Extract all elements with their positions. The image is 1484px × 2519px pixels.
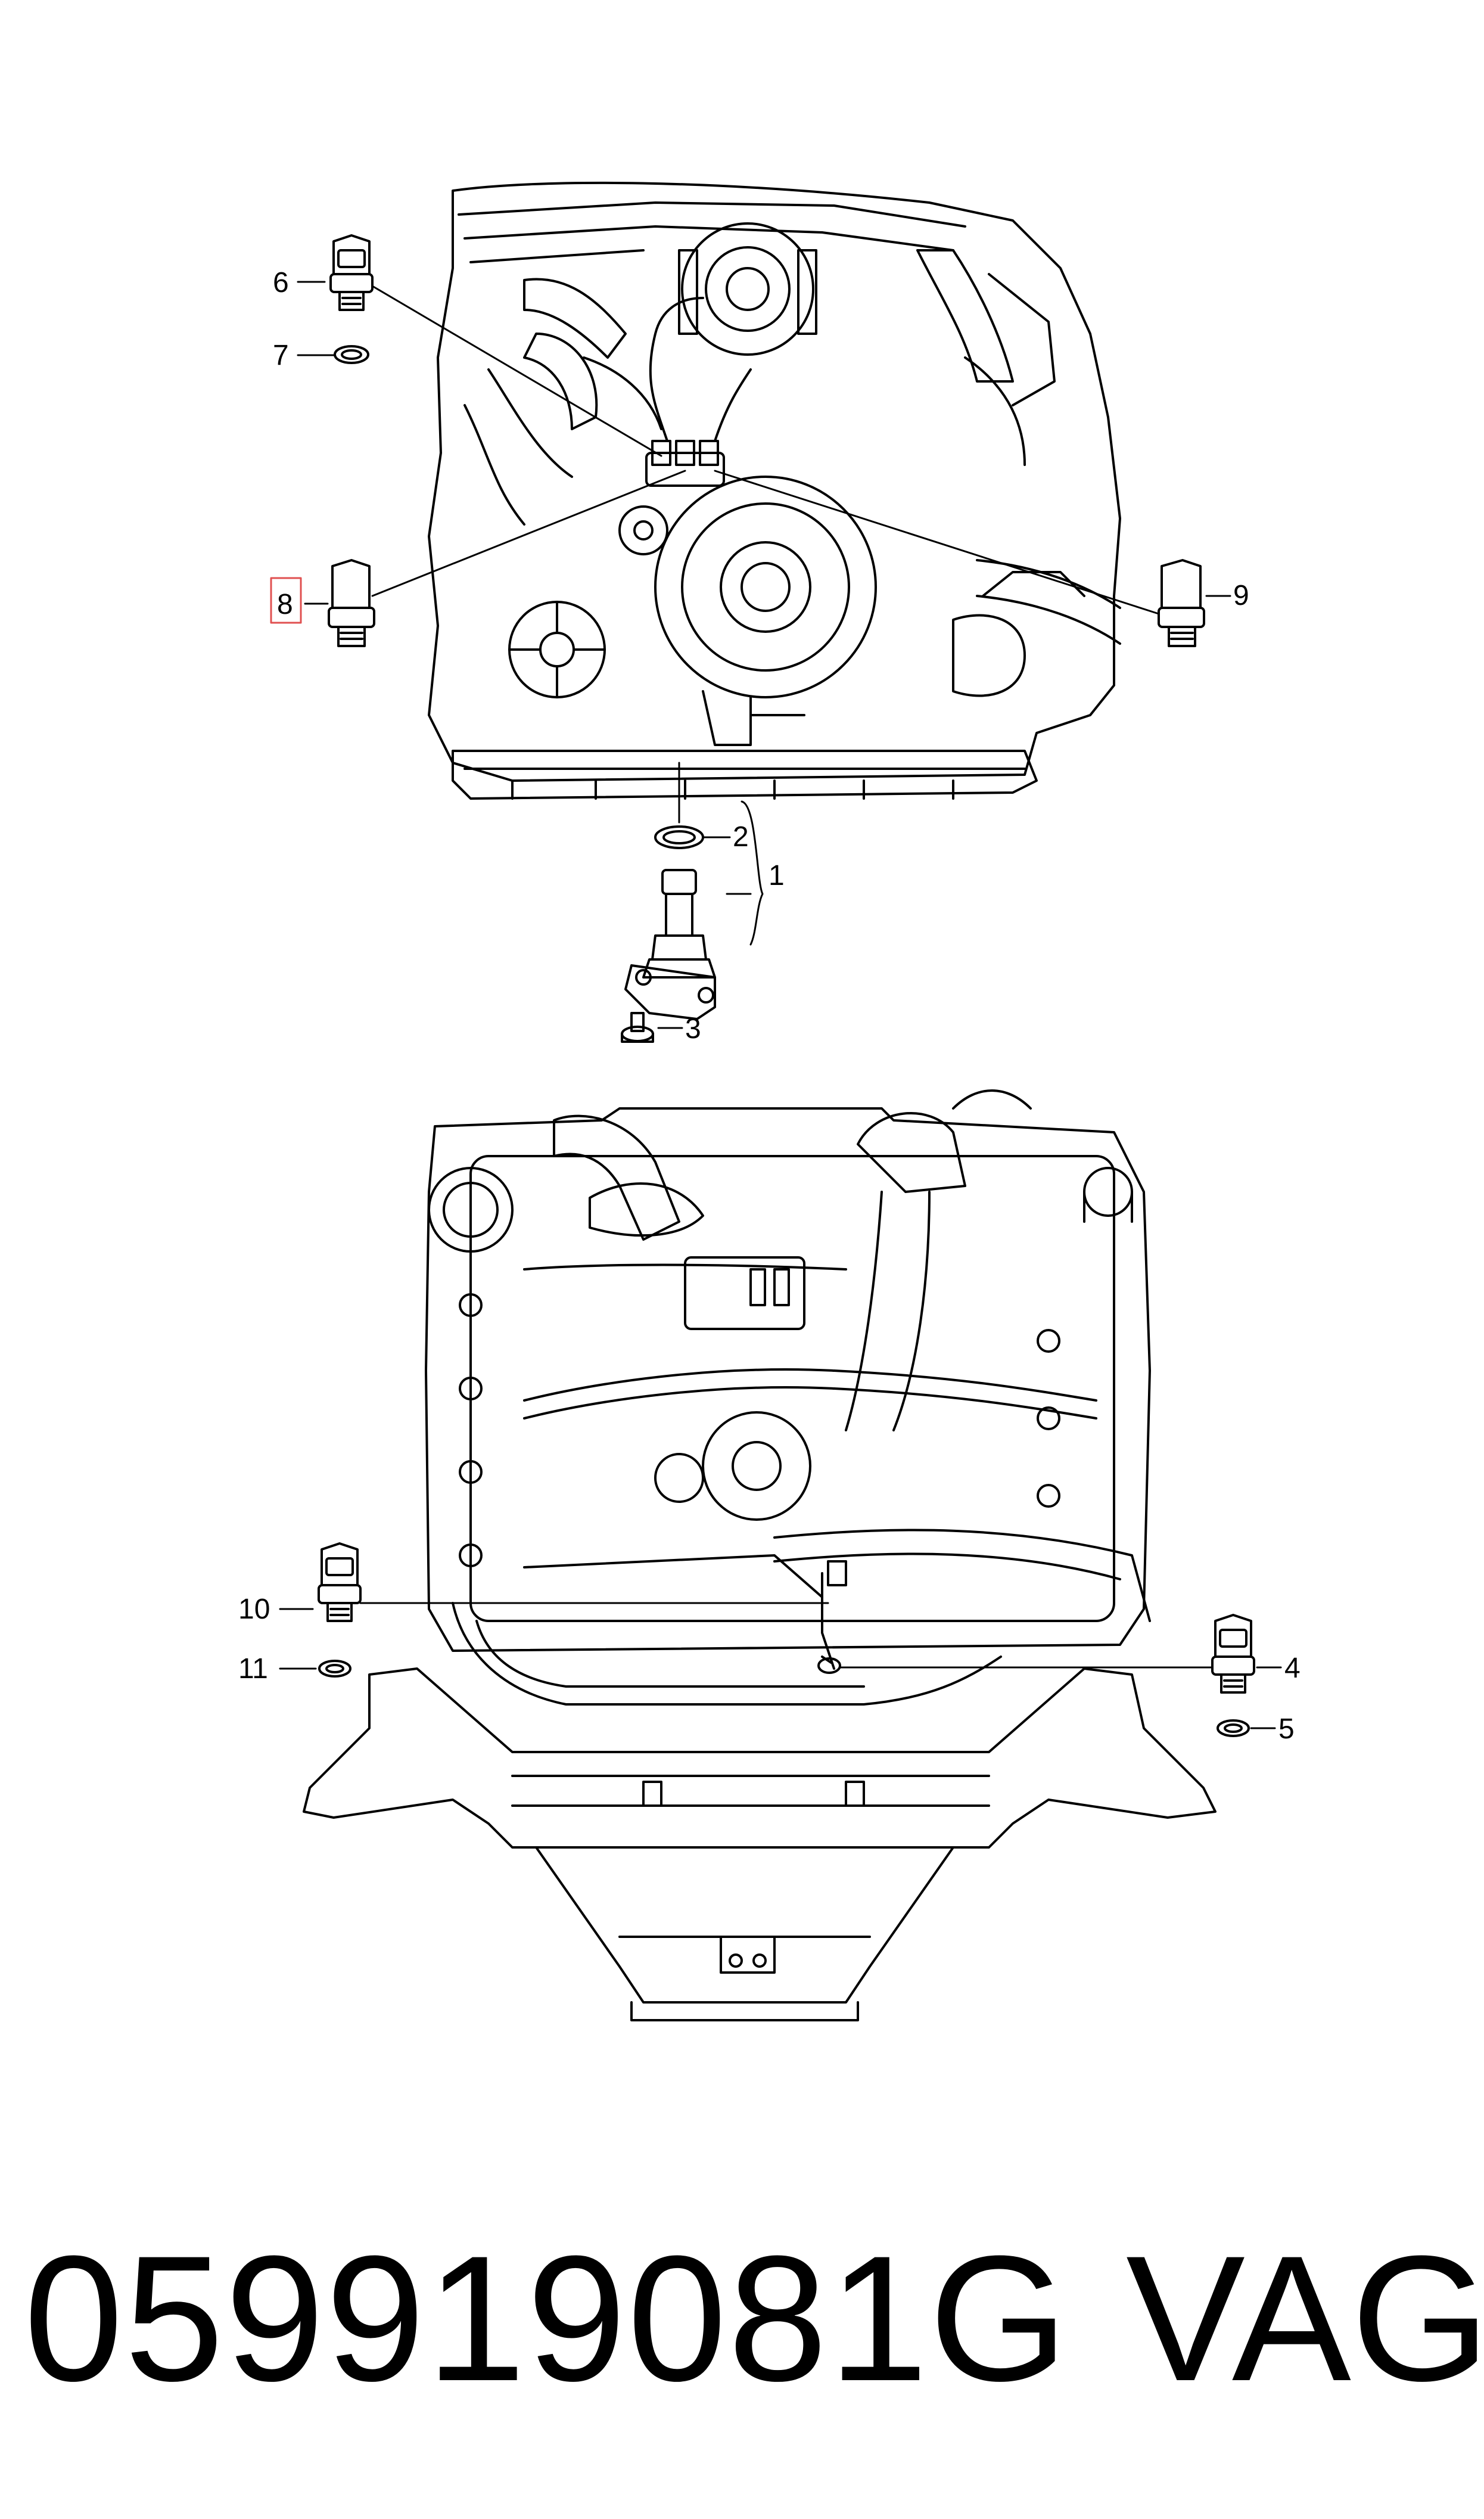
callout-4: 4 [1284, 1653, 1301, 1684]
brand-label: VAG [1126, 2218, 1484, 2418]
callout-2: 2 [733, 821, 749, 853]
callout-7: 7 [273, 340, 289, 371]
callout-9: 9 [1233, 580, 1249, 611]
callout-3: 3 [685, 1013, 701, 1045]
sensor-9 [1158, 559, 1205, 647]
sensor-6 [329, 234, 374, 311]
engine-parts-diagram: 6 7 8 9 2 1 3 10 11 4 5 [238, 181, 1301, 2021]
part-number: 059919081G [24, 2218, 1069, 2418]
lower-engine-illustration [303, 1089, 1217, 2021]
callout-1: 1 [769, 860, 785, 892]
sensor-10 [318, 1542, 362, 1622]
sensor-1 [624, 869, 716, 1020]
seal-2 [654, 825, 704, 849]
sensor-8 [328, 559, 375, 647]
seal-11 [318, 1660, 351, 1678]
callout-11: 11 [238, 1653, 268, 1685]
highlight-box-8 [270, 577, 302, 624]
bolt-3 [621, 1012, 654, 1043]
seal-5 [1217, 1719, 1250, 1737]
callout-6: 6 [273, 267, 289, 299]
callout-5: 5 [1278, 1713, 1295, 1745]
leader-lines [279, 281, 1282, 1729]
sensor-4 [1211, 1614, 1255, 1694]
upper-engine-illustration [428, 181, 1121, 800]
seal-7 [334, 345, 369, 364]
callout-8: 8 [277, 589, 293, 620]
callout-10: 10 [238, 1594, 270, 1625]
